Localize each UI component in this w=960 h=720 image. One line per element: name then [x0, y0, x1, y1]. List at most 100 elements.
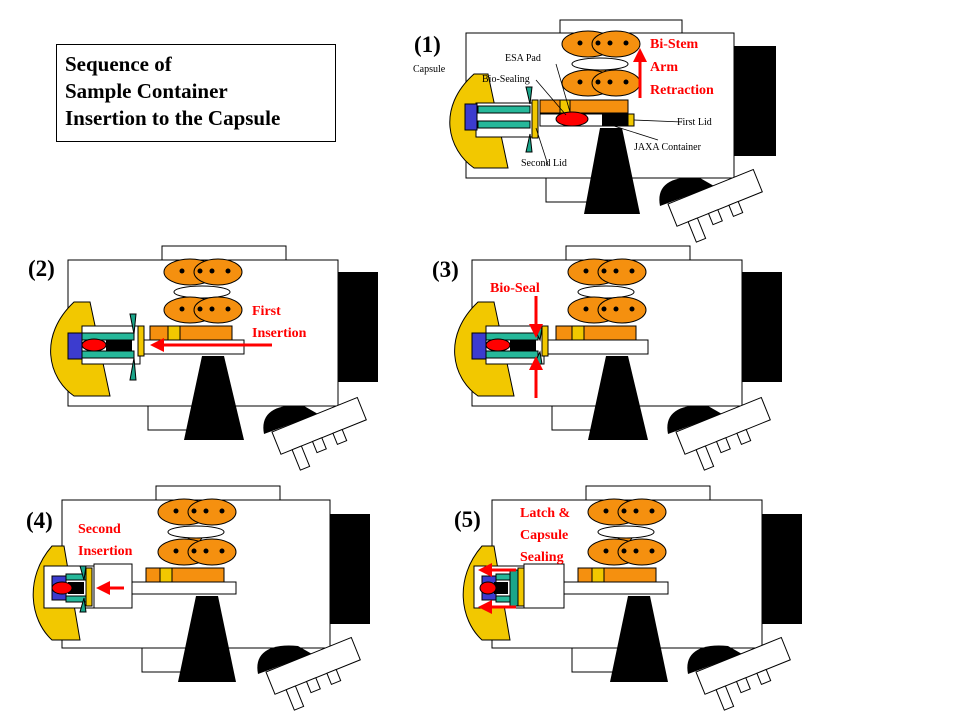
latch-arrow-top-head [478, 563, 492, 577]
jaxa-container [602, 114, 628, 126]
step-5-number: (5) [454, 507, 481, 532]
seal-tooth-top [129, 313, 137, 335]
wheel-hub [577, 79, 583, 85]
callout-capsule: Capsule [413, 64, 446, 75]
carrier-tab [571, 325, 585, 341]
esa-pad [479, 581, 497, 595]
first-lid [627, 113, 635, 127]
green-rail-bottom [485, 350, 539, 359]
esa-pad [81, 338, 107, 352]
capsule-blue-plug [464, 103, 478, 131]
carrier-tab [591, 567, 605, 583]
jaxa-container [510, 340, 536, 351]
step-1-number: (1) [414, 32, 441, 57]
step-1-action-line-1: Bi-Stem [650, 37, 699, 52]
stand [178, 596, 236, 682]
side-plate [330, 514, 370, 624]
stand [584, 128, 640, 214]
step-1-action-line-2: Arm [650, 60, 678, 75]
jaxa-container [494, 582, 508, 594]
lower-wheel-pair-right [193, 296, 243, 324]
callout-first-lid: First Lid [677, 117, 712, 128]
wheel-hub [623, 40, 629, 46]
container-tube [563, 581, 669, 595]
step-4-action-line-1: Second [78, 522, 121, 537]
orange-carrier [145, 567, 225, 583]
green-rail-bottom [477, 120, 531, 129]
callout-second-lid: Second Lid [521, 158, 567, 169]
upper-wheel-pair-right [591, 30, 641, 58]
stand [184, 356, 244, 440]
insertion-arrow-head [150, 338, 164, 352]
top-bump [155, 485, 281, 501]
wheel-hub [595, 79, 601, 85]
wheel-band [597, 525, 655, 539]
lower-wheel-pair-right [617, 538, 667, 566]
title-line-2: Sample Container [65, 79, 228, 103]
step-2-panel: (2) First Insertion [28, 245, 378, 471]
step-3-panel: (3) Bio-Seal [432, 245, 782, 471]
wheel-hub [607, 79, 613, 85]
stand [610, 596, 668, 682]
insertion-arrow-head [96, 581, 110, 595]
leader-first-lid [633, 119, 683, 123]
second-lid [137, 325, 145, 357]
callout-esa-pad: ESA Pad [505, 53, 541, 64]
latch-arrow-bottom-head [478, 600, 492, 614]
top-bump [161, 245, 287, 261]
carrier-tab [167, 325, 181, 341]
wheel-band [167, 525, 225, 539]
step-5-action-line-3: Sealing [520, 550, 564, 565]
wheel-band [173, 285, 231, 299]
arm-shoulder [667, 405, 722, 434]
top-bump [565, 245, 691, 261]
seal-arrow-down-head [529, 324, 543, 338]
leader-jaxa-container [613, 125, 659, 141]
step-1-action-line-3: Retraction [650, 83, 714, 98]
step-2-number: (2) [28, 256, 55, 281]
jaxa-container [68, 582, 84, 594]
leader-second-lid [535, 127, 549, 166]
lower-wheel-pair-right [187, 538, 237, 566]
step-2-action-line-2: Insertion [252, 326, 307, 341]
wheel-band [571, 57, 629, 71]
step-5-action-line-2: Capsule [520, 528, 568, 543]
seal-tooth-bottom [79, 597, 87, 613]
seal-tooth-top [79, 565, 87, 581]
upper-wheel-pair-right [597, 258, 647, 286]
seal-tooth-top [525, 86, 533, 105]
capsule-blue-plug [471, 332, 487, 360]
green-rail-top [477, 105, 531, 114]
esa-pad [485, 338, 511, 352]
side-plate [734, 46, 776, 156]
arm-block [695, 636, 791, 711]
step-3-number: (3) [432, 257, 459, 282]
leader-bio-sealing [535, 79, 567, 116]
wheel-hub [623, 79, 629, 85]
upper-wheel-pair-right [187, 498, 237, 526]
esa-pad [51, 581, 73, 595]
wheel-hub [577, 40, 583, 46]
title-line-1: Sequence of [65, 52, 172, 76]
side-plate [742, 272, 782, 382]
step-4-number: (4) [26, 508, 53, 533]
retraction-arrow-head [633, 48, 647, 62]
seal-arrow-up-head [529, 356, 543, 370]
esa-pad [555, 111, 589, 127]
step-5-action-line-1: Latch & [520, 506, 570, 521]
arm-shoulder [257, 645, 312, 674]
arm-block [675, 396, 771, 471]
second-lid [85, 567, 93, 607]
capsule-blue-plug [67, 332, 83, 360]
arm-block [667, 168, 763, 243]
step-4-panel: (4) Second Insertion [26, 485, 370, 711]
callout-jaxa-container: JAXA Container [634, 142, 702, 153]
second-lid [517, 567, 525, 607]
wheel-hub [607, 40, 613, 46]
step-1-panel: (1) Capsule ESA Pad Bio-Sealing First Li… [413, 19, 776, 243]
second-lid [541, 325, 549, 357]
orange-carrier [577, 567, 657, 583]
step-5-panel: (5) Latch & Capsule Sealing [454, 485, 802, 711]
